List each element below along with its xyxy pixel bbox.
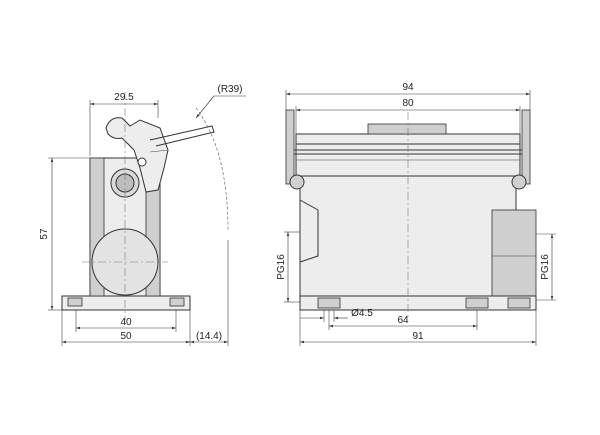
dim-80: 80 (295, 98, 521, 134)
side-lever-pin (137, 157, 147, 167)
front-post-right (521, 109, 531, 185)
dim-hole-label: Ø4.5 (351, 308, 373, 319)
dim-64-label: 64 (397, 315, 409, 326)
dim-50-label: 50 (120, 331, 132, 342)
side-swing-arc (195, 107, 229, 231)
dim-40: 40 (75, 310, 177, 332)
dim-91-label: 91 (412, 331, 424, 342)
dim-pg16-right: PG16 (536, 233, 556, 301)
front-foot-left (317, 297, 341, 309)
dim-50: 50 (61, 310, 191, 346)
front-pivot-left (289, 174, 305, 190)
side-foot-slot-right (169, 297, 185, 307)
side-foot-slot-left (67, 297, 83, 307)
dim-29-5-label: 29.5 (114, 92, 134, 103)
dim-40-label: 40 (120, 317, 132, 328)
dim-94: 94 (285, 82, 531, 110)
dim-hole: Ø4.5 (300, 308, 373, 322)
dim-80-label: 80 (402, 98, 414, 109)
front-post-left (285, 109, 295, 185)
dim-64: 64 (328, 310, 478, 330)
dim-r39-label: (R39) (217, 84, 242, 95)
dim-pg16-left: PG16 (276, 231, 300, 303)
dim-57-label: 57 (39, 228, 50, 240)
dim-14-4: (14.4) (190, 240, 229, 346)
dim-57: 57 (39, 157, 90, 311)
side-locking-lever (105, 117, 169, 193)
dim-91: 91 (299, 310, 537, 346)
front-pivot-right (511, 174, 527, 190)
front-foot-mid (465, 297, 489, 309)
dim-29-5: 29.5 (89, 92, 159, 156)
front-entry-left (299, 199, 319, 263)
dim-r39: (R39) (195, 84, 246, 119)
front-cover-rib (367, 123, 447, 135)
dim-94-label: 94 (402, 82, 414, 93)
side-view: 29.5 (R39) 57 40 50 (39, 84, 246, 346)
dim-pg16-left-label: PG16 (276, 254, 287, 280)
dim-14-4-label: (14.4) (196, 331, 222, 342)
dim-pg16-right-label: PG16 (540, 254, 551, 280)
front-foot-right (507, 297, 531, 309)
front-view: 94 80 PG16 PG16 Ø4.5 (276, 82, 556, 346)
side-lever-detail (149, 149, 169, 153)
side-lever-handle (149, 125, 215, 147)
